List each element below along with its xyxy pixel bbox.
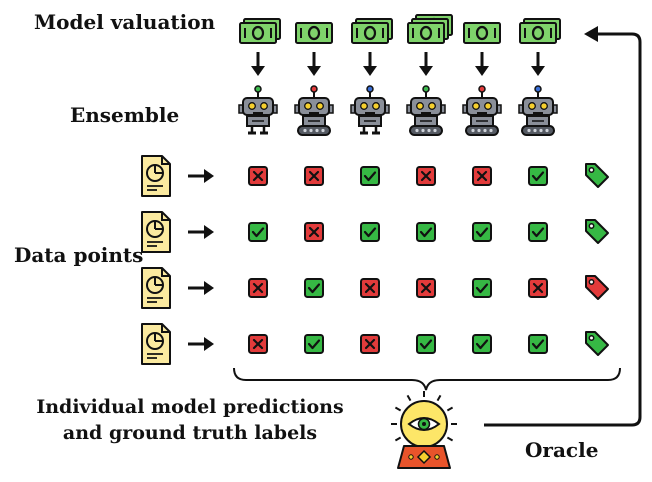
check-icon [472,222,492,242]
robot-icon [350,85,390,135]
label-tag-icon [585,219,609,244]
right-arrow-icon [188,337,214,351]
money-stack-icon [295,22,333,44]
robot-icon [462,85,502,136]
money-stack-icon [351,18,393,44]
cross-icon [304,166,324,186]
right-arrow-icon [188,225,214,239]
check-icon [304,334,324,354]
check-icon [416,222,436,242]
cross-icon [360,334,380,354]
down-arrow-icon [531,52,545,76]
chart-document-icon [141,211,171,253]
robot-icon [294,85,334,136]
check-icon [528,166,548,186]
check-icon [528,334,548,354]
right-arrow-icon [188,169,214,183]
label-tag-icon [585,163,609,188]
down-arrow-icon [363,52,377,76]
down-arrow-icon [475,52,489,76]
caption-line-2: and ground truth labels [62,422,318,444]
check-icon [360,166,380,186]
money-stack-icon [407,14,453,44]
right-arrow-icon [188,281,214,295]
money-stack-icon [463,22,501,44]
check-icon [472,278,492,298]
chart-document-icon [141,267,171,309]
curly-brace [233,367,621,391]
money-stack-icon [239,18,281,44]
cross-icon [472,166,492,186]
chart-document-icon [141,155,171,197]
ensemble-label: Ensemble [70,103,180,127]
check-icon [472,334,492,354]
label-tag-icon [585,331,609,356]
crystal-ball-eye-icon [391,391,457,469]
money-stack-icon [519,18,561,44]
cross-icon [416,278,436,298]
cross-icon [248,334,268,354]
down-arrow-icon [307,52,321,76]
caption-line-1: Individual model predictions [36,396,344,418]
down-arrow-icon [251,52,265,76]
cross-icon [416,166,436,186]
robot-icon [518,85,558,136]
check-icon [416,334,436,354]
check-icon [304,278,324,298]
model-valuation-label: Model valuation [34,10,216,34]
check-icon [248,222,268,242]
check-icon [528,222,548,242]
cross-icon [248,278,268,298]
cross-icon [528,278,548,298]
chart-document-icon [141,323,171,365]
cross-icon [360,278,380,298]
oracle-label: Oracle [525,438,599,462]
robot-icon [238,85,278,135]
data-points-label: Data points [14,243,144,267]
check-icon [360,222,380,242]
label-tag-icon [585,275,609,300]
down-arrow-icon [419,52,433,76]
feedback-arrow [484,26,642,427]
caption-label: Individual model predictions and ground … [30,394,350,446]
cross-icon [304,222,324,242]
robot-icon [406,85,446,136]
cross-icon [248,166,268,186]
